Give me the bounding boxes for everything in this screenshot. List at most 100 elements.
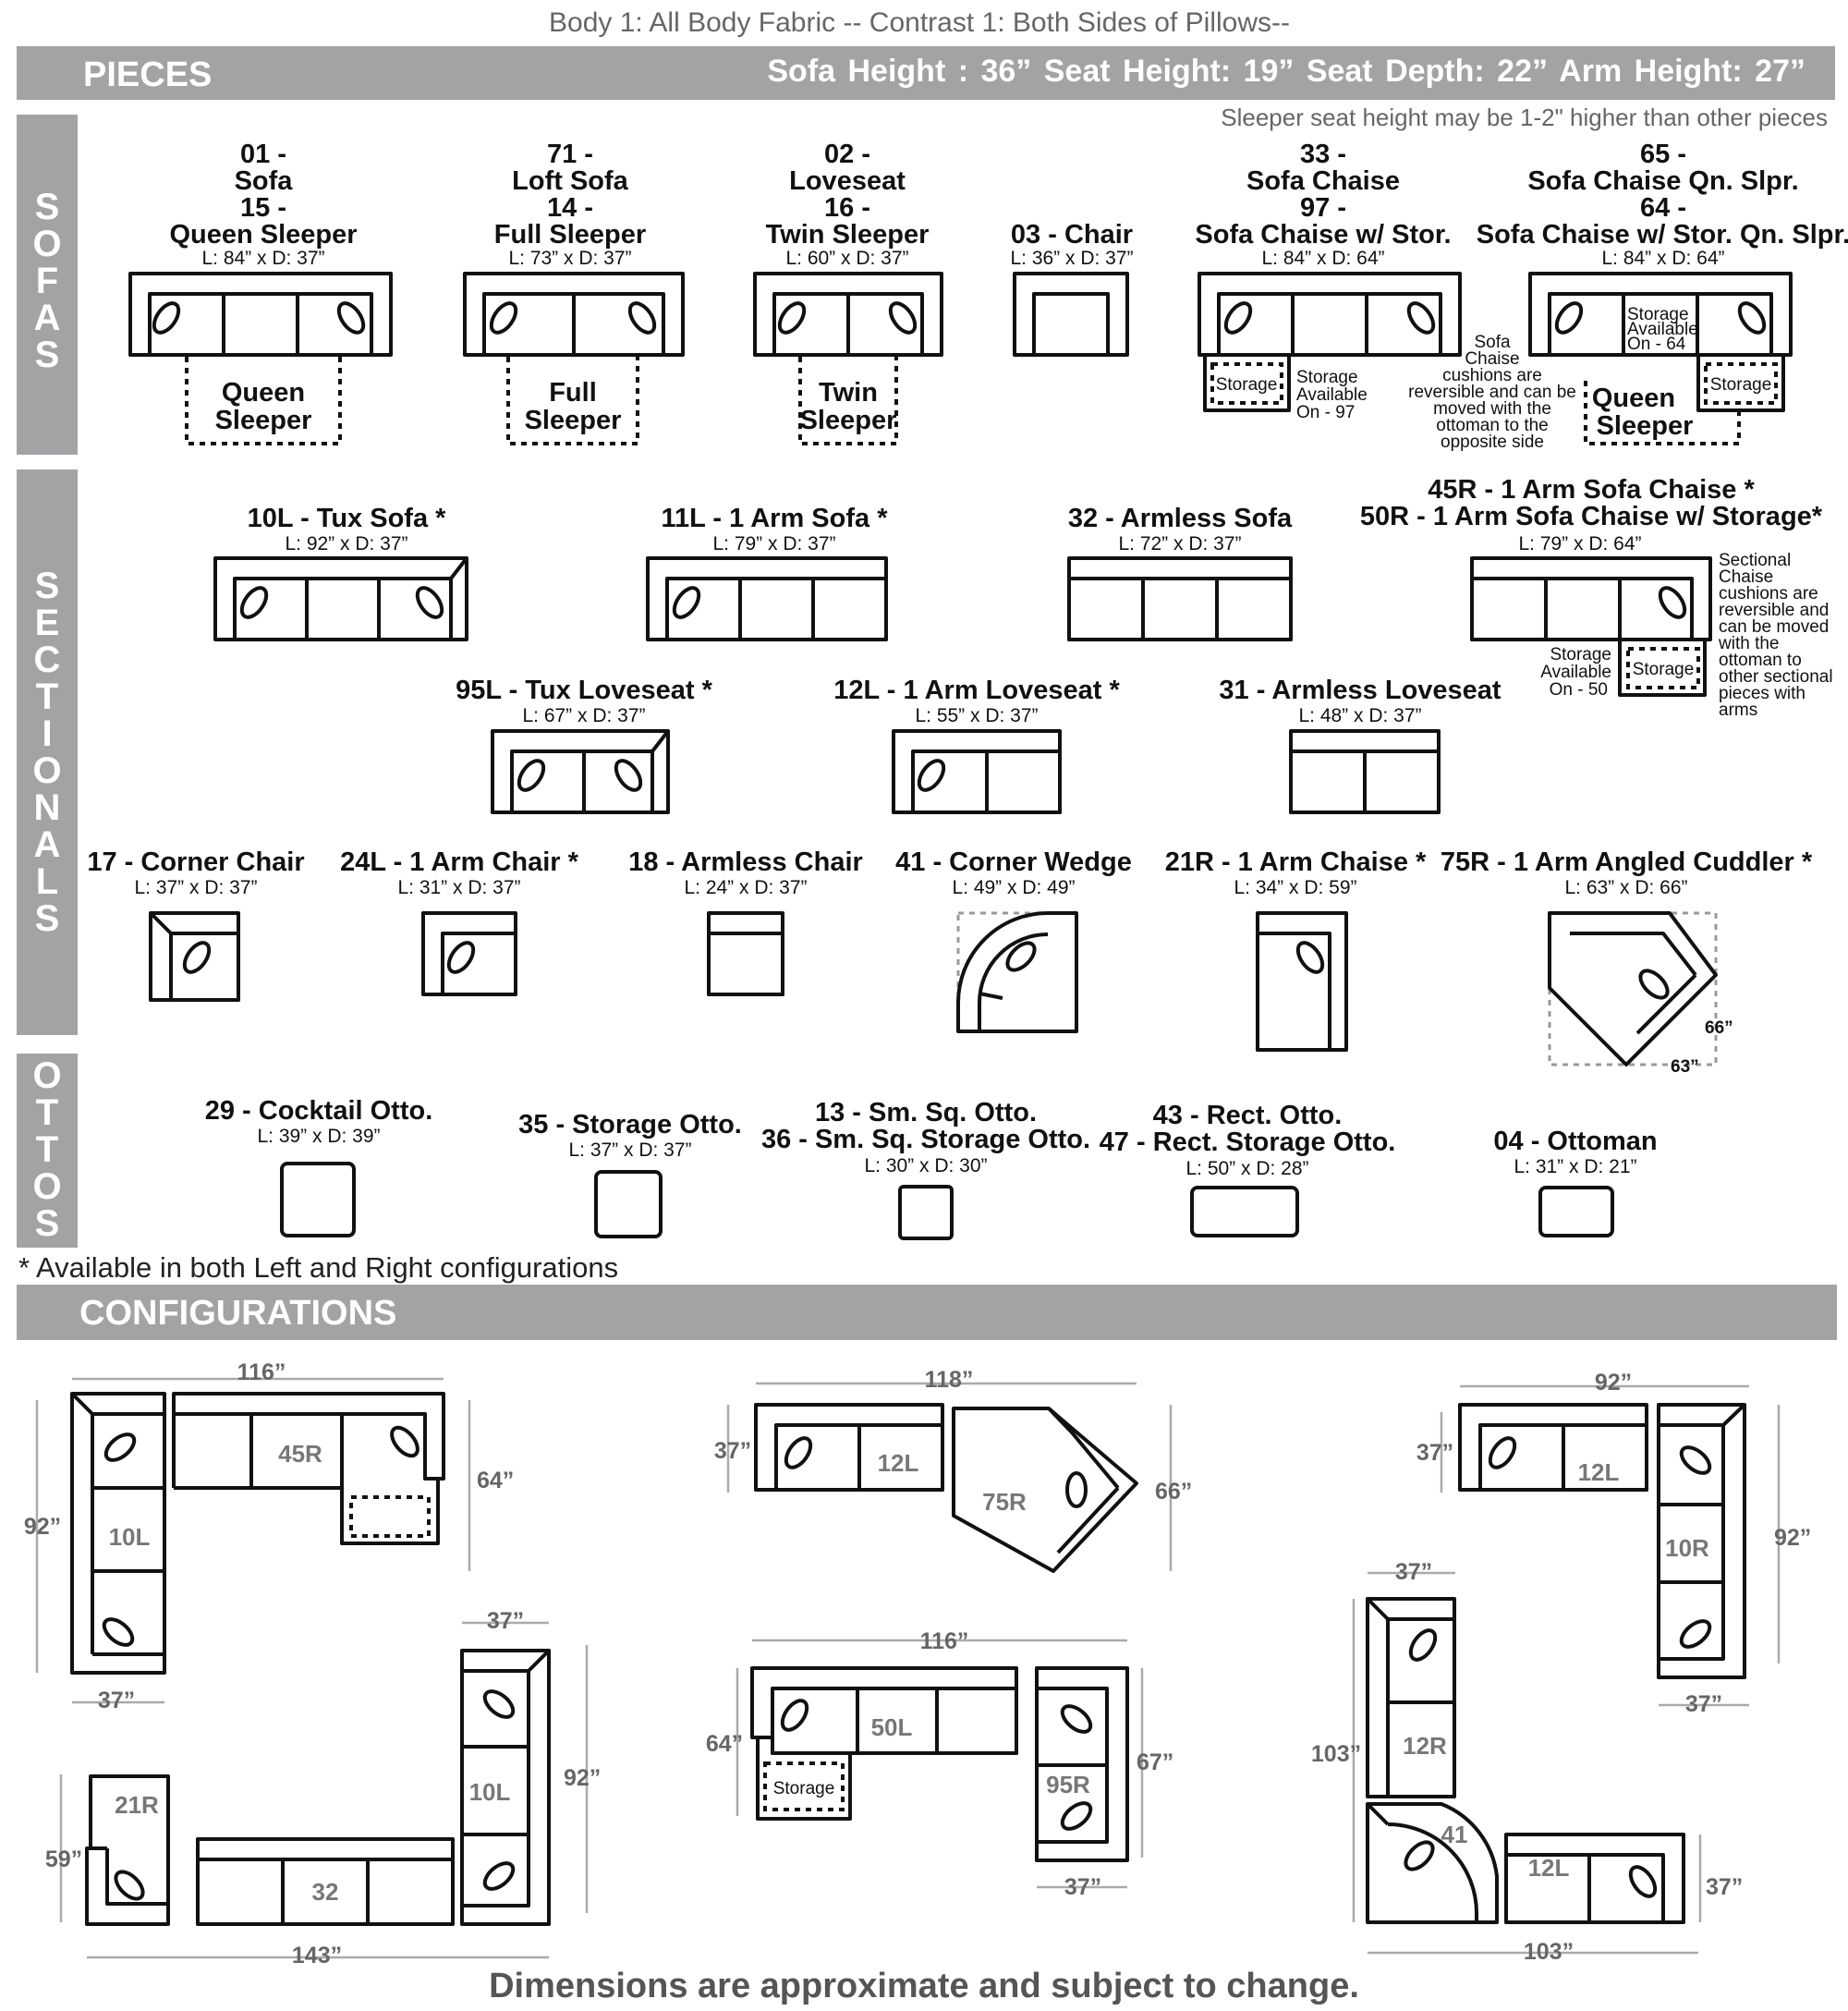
sleeper-height-note: Sleeper seat height may be 1-2" higher t… [1221,104,1828,131]
sect-32-label: 32 - Armless Sofa [1067,504,1293,533]
sofa-01-drawing: Queen Sleeper [128,272,393,445]
svg-text:Sleeper: Sleeper [1597,411,1694,441]
svg-text:37”: 37” [1064,1874,1101,1900]
config-3-drawing: 92” 37” 92” 37” 12L 10R [1416,1370,1811,1717]
svg-text:10R: 10R [1665,1534,1709,1562]
sect-17-drawing [149,911,240,1002]
sect-18-dim: L: 24” x D: 37” [684,877,808,898]
otto-13-label: 13 - Sm. Sq. Otto.36 - Sm. Sq. Storage O… [760,1098,1091,1154]
config-5-drawing: 116” 64” 67” 37” Storage 50L 95R [706,1628,1173,1900]
disclaimer: Dimensions are approximate and subject t… [489,1967,1359,2005]
svg-text:Storage: Storage [1710,375,1772,395]
svg-text:On - 97: On - 97 [1296,403,1355,422]
sect-95l-drawing [491,729,670,814]
otto-43-drawing [1190,1186,1299,1237]
sect-21r-dim: L: 34” x D: 59” [1234,877,1357,898]
svg-text:10L: 10L [109,1523,151,1551]
svg-text:63”: 63” [1671,1057,1699,1077]
svg-text:92”: 92” [24,1514,61,1540]
svg-text:37”: 37” [1395,1559,1432,1585]
sect-18-label: 18 - Armless Chair [628,847,863,877]
sect-10l-dim: L: 92” x D: 37” [285,533,408,555]
svg-text:37”: 37” [1685,1691,1722,1717]
sect-45r-drawing: Storage Storage Available On - 50 [1470,556,1712,700]
sofa-chaise-65-label: 65 -Sofa Chaise Qn. Slpr.64 -Sofa Chaise… [1476,140,1848,250]
sofa-chaise-65-drawing: Storage Available On - 64 Storage Queen … [1528,272,1793,445]
sect-45r-dim: L: 79” x D: 64” [1518,533,1642,555]
config-6-drawing: 37” 103” 37” 103” 12R 41 12L [1311,1559,1743,1965]
svg-text:92”: 92” [564,1765,601,1791]
svg-text:45R: 45R [278,1440,322,1468]
sect-12l-label: 12L - 1 Arm Loveseat * [833,676,1120,705]
sofa-02-dim: L: 60” x D: 37” [785,248,909,269]
sofa-71-dim: L: 73” x D: 37” [508,248,632,269]
sect-12l-drawing [892,729,1062,814]
dimensions-summary: Sofa Height : 36” Seat Height: 19” Seat … [767,54,1805,89]
sect-17-label: 17 - Corner Chair [87,847,305,877]
sect-41-label: 41 - Corner Wedge [895,847,1132,877]
svg-text:118”: 118” [925,1367,974,1393]
svg-text:12L: 12L [1578,1458,1620,1486]
svg-text:67”: 67” [1137,1749,1173,1775]
sofa-71-drawing: Full Sleeper [463,272,685,445]
sect-95l-label: 95L - Tux Loveseat * [456,676,712,705]
svg-text:Queen: Queen [222,378,305,408]
svg-text:64”: 64” [706,1731,743,1757]
svg-text:Sleeper: Sleeper [800,406,897,435]
config-2-drawing: 118” 37” 66” 12L 75R [714,1367,1192,1573]
svg-text:12R: 12R [1403,1732,1447,1760]
svg-text:On - 64: On - 64 [1627,335,1686,354]
sofa-chaise-33-drawing: Storage Storage Available On - 97 [1198,272,1462,422]
sect-12l-dim: L: 55” x D: 37” [915,705,1039,726]
otto-43-label: 43 - Rect. Otto.47 - Rect. Storage Otto. [1099,1101,1396,1157]
configurations-title: CONFIGURATIONS [79,1294,397,1333]
otto-04-dim: L: 31” x D: 21” [1514,1156,1637,1177]
sect-24l-drawing [421,911,517,996]
availability-note: * Available in both Left and Right confi… [18,1251,619,1284]
svg-text:Full: Full [549,378,597,408]
sect-32-drawing [1067,556,1293,641]
otto-35-label: 35 - Storage Otto. [518,1110,742,1140]
otto-35-dim: L: 37” x D: 37” [568,1140,692,1161]
svg-text:50L: 50L [871,1713,913,1741]
sect-21r-label: 21R - 1 Arm Chaise * [1164,847,1427,877]
config-4-drawing: 37” 92” 59” 143” 21R 32 10L [45,1608,601,1968]
sect-24l-dim: L: 31” x D: 37” [397,877,521,898]
svg-text:37”: 37” [1416,1440,1453,1466]
svg-text:103”: 103” [1524,1939,1574,1965]
svg-text:37”: 37” [487,1608,524,1634]
sofa-chaise-33-dim: L: 84” x D: 64” [1261,248,1385,269]
sect-32-dim: L: 72” x D: 37” [1118,533,1242,555]
svg-text:116”: 116” [237,1359,286,1385]
svg-text:37”: 37” [1706,1874,1743,1900]
sect-31-dim: L: 48” x D: 37” [1298,705,1422,726]
svg-text:Storage: Storage [1550,645,1611,664]
otto-29-label: 29 - Cocktail Otto. [204,1096,433,1126]
svg-text:Storage: Storage [1216,375,1278,395]
sect-31-drawing [1289,729,1441,814]
pieces-header-bar: PIECES Sofa Height : 36” Seat Height: 19… [17,46,1835,100]
sect-17-dim: L: 37” x D: 37” [134,877,258,898]
otto-04-drawing [1538,1186,1614,1237]
otto-13-dim: L: 30” x D: 30” [864,1155,988,1176]
otto-43-dim: L: 50” x D: 28” [1185,1158,1309,1179]
sofa-01-dim: L: 84” x D: 37” [201,248,325,269]
svg-text:Sleeper: Sleeper [215,406,312,435]
sect-31-label: 31 - Armless Loveseat [1219,676,1502,705]
sect-41-drawing [956,911,1078,1033]
svg-text:10L: 10L [469,1778,511,1806]
svg-text:116”: 116” [920,1628,969,1654]
sect-10l-drawing [213,556,468,641]
svg-text:Storage: Storage [1627,305,1689,324]
sect-10l-label: 10L - Tux Sofa * [247,504,446,533]
sect-21r-drawing [1256,911,1348,1052]
svg-text:12L: 12L [1528,1854,1570,1882]
